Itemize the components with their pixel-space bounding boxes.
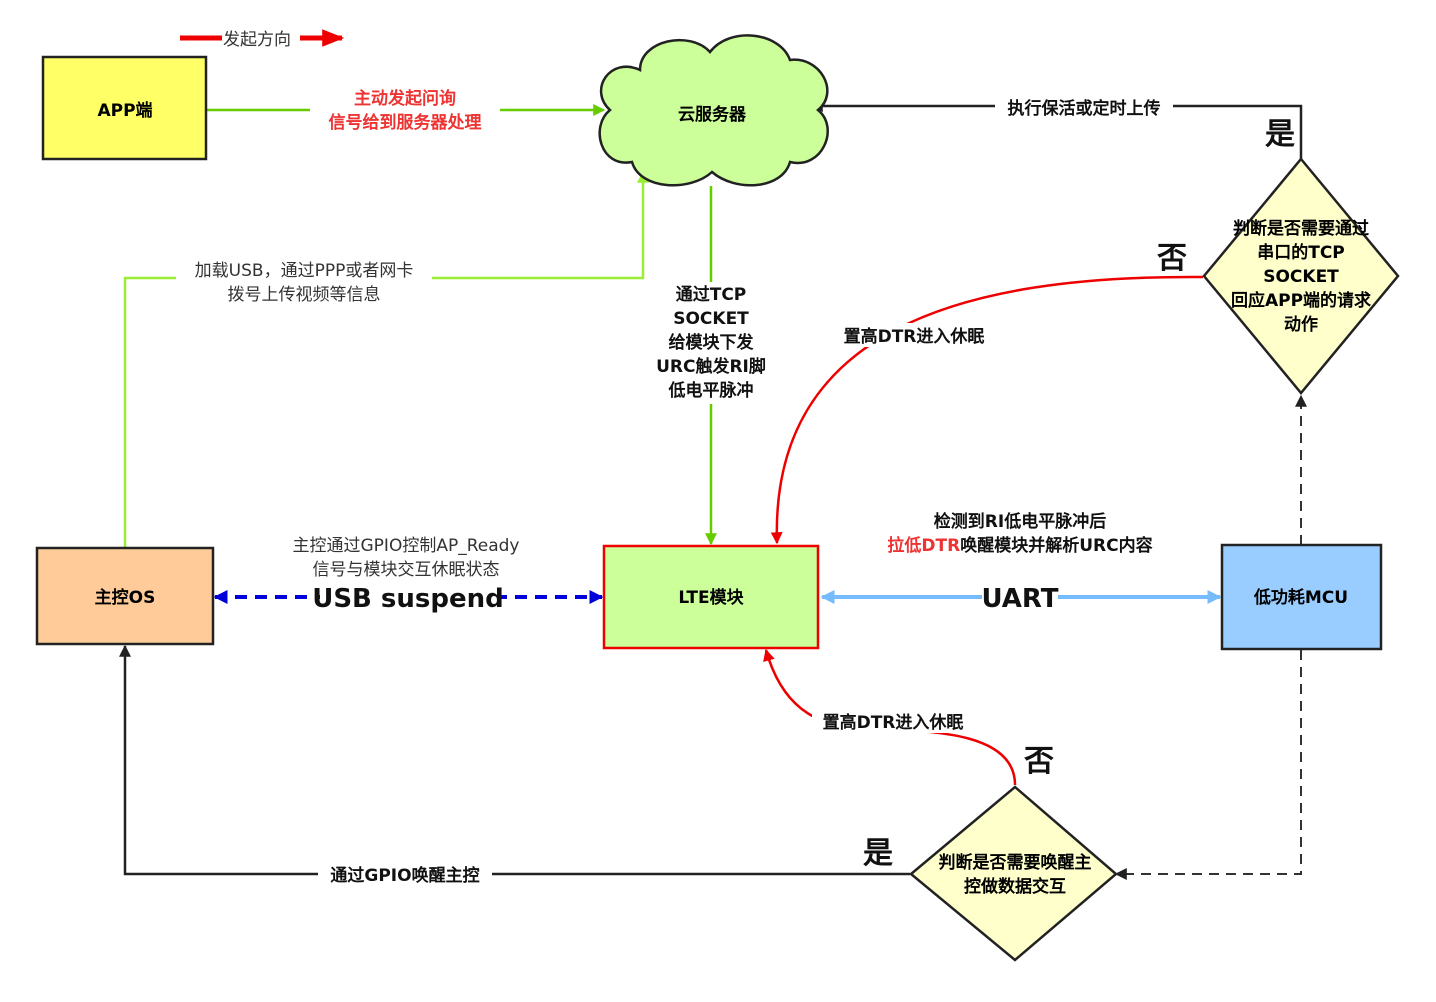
node-cloud-shape — [598, 34, 829, 187]
node-host-os-box — [35, 546, 215, 646]
node-app-label: APP端 — [97, 100, 152, 121]
legend-label: 发起方向 — [223, 30, 291, 50]
edge-top-yes-label-bg — [995, 95, 1173, 119]
edge-bottom-yes: 通过GPIO唤醒主控 是 — [119, 644, 910, 886]
edge-mcu-to-bottom-decision — [1114, 650, 1302, 880]
edge-host-lte-usb-note-1: 主控通过GPIO控制AP_Ready — [293, 536, 520, 556]
edge-app-to-cloud: 主动发起问询 信号给到服务器处理 — [206, 86, 606, 134]
edge-top-yes-line — [810, 100, 1303, 159]
node-decision-bottom: 判断是否需要唤醒主 控做数据交互 — [909, 785, 1118, 962]
edge-app-to-cloud-label-2: 信号给到服务器处理 — [329, 112, 482, 133]
edge-cloud-to-lte-label-4: URC触发RI脚 — [656, 356, 766, 377]
node-decision-top: 判断是否需要通过 串口的TCP SOCKET 回应APP端的请求 动作 — [1202, 157, 1400, 395]
edge-lte-mcu-uart-label-bg — [982, 582, 1058, 614]
edge-app-to-cloud-label-bg — [310, 86, 500, 134]
node-decision-top-line-4: 回应APP端的请求 — [1231, 290, 1371, 311]
node-host-os-label: 主控OS — [95, 587, 156, 608]
edge-bottom-no-label-bg — [812, 709, 974, 733]
node-cloud-label: 云服务器 — [678, 104, 747, 125]
edge-host-lte-usb-note-2: 信号与模块交互休眠状态 — [313, 560, 500, 580]
edge-lte-mcu-uart-note-2: 拉低DTR唤醒模块并解析URC内容 — [887, 535, 1152, 556]
edge-cloud-to-lte-label-bg — [648, 282, 774, 404]
node-lte-label: LTE模块 — [678, 587, 744, 608]
edge-lte-mcu-uart-note-2-rest: 唤醒模块并解析URC内容 — [960, 535, 1152, 556]
edge-cloud-to-lte-label-2: SOCKET — [673, 309, 749, 329]
bottom-no-marker: 否 — [1024, 744, 1054, 779]
edge-bottom-yes-line — [119, 644, 910, 876]
edge-top-yes: 执行保活或定时上传 是 — [810, 95, 1303, 159]
edge-top-no-line — [770, 275, 1204, 545]
node-app-box — [41, 55, 208, 161]
node-cloud: 云服务器 — [598, 34, 829, 187]
node-decision-top-line-1: 判断是否需要通过 — [1233, 218, 1369, 239]
edge-host-lte-usb-label-bg — [320, 582, 498, 614]
node-decision-top-shape — [1202, 157, 1400, 395]
edge-host-to-cloud-line — [123, 170, 649, 548]
edge-top-no: 置高DTR进入休眠 否 — [770, 241, 1204, 545]
node-host-os: 主控OS — [35, 546, 215, 646]
edge-host-lte-usb: USB suspend 主控通过GPIO控制AP_Ready 信号与模块交互休眠… — [213, 536, 604, 614]
edge-lte-mcu-uart-note-2-red: 拉低DTR — [887, 535, 960, 556]
edge-top-yes-label: 执行保活或定时上传 — [1008, 98, 1161, 119]
edge-cloud-to-lte-label-1: 通过TCP — [676, 285, 747, 305]
node-lte-box — [602, 544, 820, 650]
edge-bottom-no-label: 置高DTR进入休眠 — [823, 712, 964, 733]
edge-cloud-to-lte-label-3: 给模块下发 — [669, 332, 755, 353]
edge-lte-mcu-uart-label: UART — [981, 584, 1058, 614]
edge-bottom-no: 置高DTR进入休眠 否 — [763, 648, 1054, 786]
node-mcu-label: 低功耗MCU — [1253, 587, 1348, 608]
node-lte: LTE模块 — [602, 544, 820, 650]
node-mcu-box — [1220, 543, 1383, 651]
edge-top-no-label-bg — [834, 323, 994, 347]
bottom-yes-marker: 是 — [863, 836, 893, 871]
edge-cloud-to-lte: 通过TCP SOCKET 给模块下发 URC触发RI脚 低电平脉冲 — [648, 186, 774, 546]
edge-lte-mcu-uart: UART 检测到RI低电平脉冲后 拉低DTR唤醒模块并解析URC内容 — [820, 511, 1222, 614]
legend: 发起方向 — [180, 29, 345, 50]
top-no-marker: 否 — [1157, 241, 1187, 276]
node-decision-top-line-5: 动作 — [1284, 314, 1318, 335]
edge-host-to-cloud-label-2: 拨号上传视频等信息 — [228, 285, 381, 305]
edge-cloud-to-lte-label-5: 低电平脉冲 — [668, 380, 754, 401]
edge-host-to-cloud: 加载USB，通过PPP或者网卡 拨号上传视频等信息 — [123, 170, 649, 548]
edge-app-to-cloud-label-1: 主动发起问询 — [354, 88, 456, 109]
node-decision-bottom-shape — [909, 785, 1118, 962]
node-mcu: 低功耗MCU — [1220, 543, 1383, 651]
edge-lte-mcu-uart-note-1: 检测到RI低电平脉冲后 — [934, 511, 1106, 532]
top-yes-marker: 是 — [1265, 117, 1295, 152]
node-decision-top-line-2: 串口的TCP — [1257, 242, 1345, 263]
edge-top-no-label: 置高DTR进入休眠 — [844, 326, 985, 347]
edge-host-to-cloud-label-bg — [176, 258, 432, 306]
node-app: APP端 — [41, 55, 208, 161]
node-decision-bottom-line-2: 控做数据交互 — [964, 876, 1066, 897]
edge-host-to-cloud-label-1: 加载USB，通过PPP或者网卡 — [195, 261, 414, 281]
edge-bottom-yes-label-bg — [318, 862, 492, 886]
node-decision-bottom-line-1: 判断是否需要唤醒主 — [939, 852, 1092, 873]
node-decision-top-line-3: SOCKET — [1263, 267, 1339, 287]
edge-host-lte-usb-label: USB suspend — [312, 584, 504, 614]
edge-bottom-yes-label: 通过GPIO唤醒主控 — [330, 865, 479, 886]
